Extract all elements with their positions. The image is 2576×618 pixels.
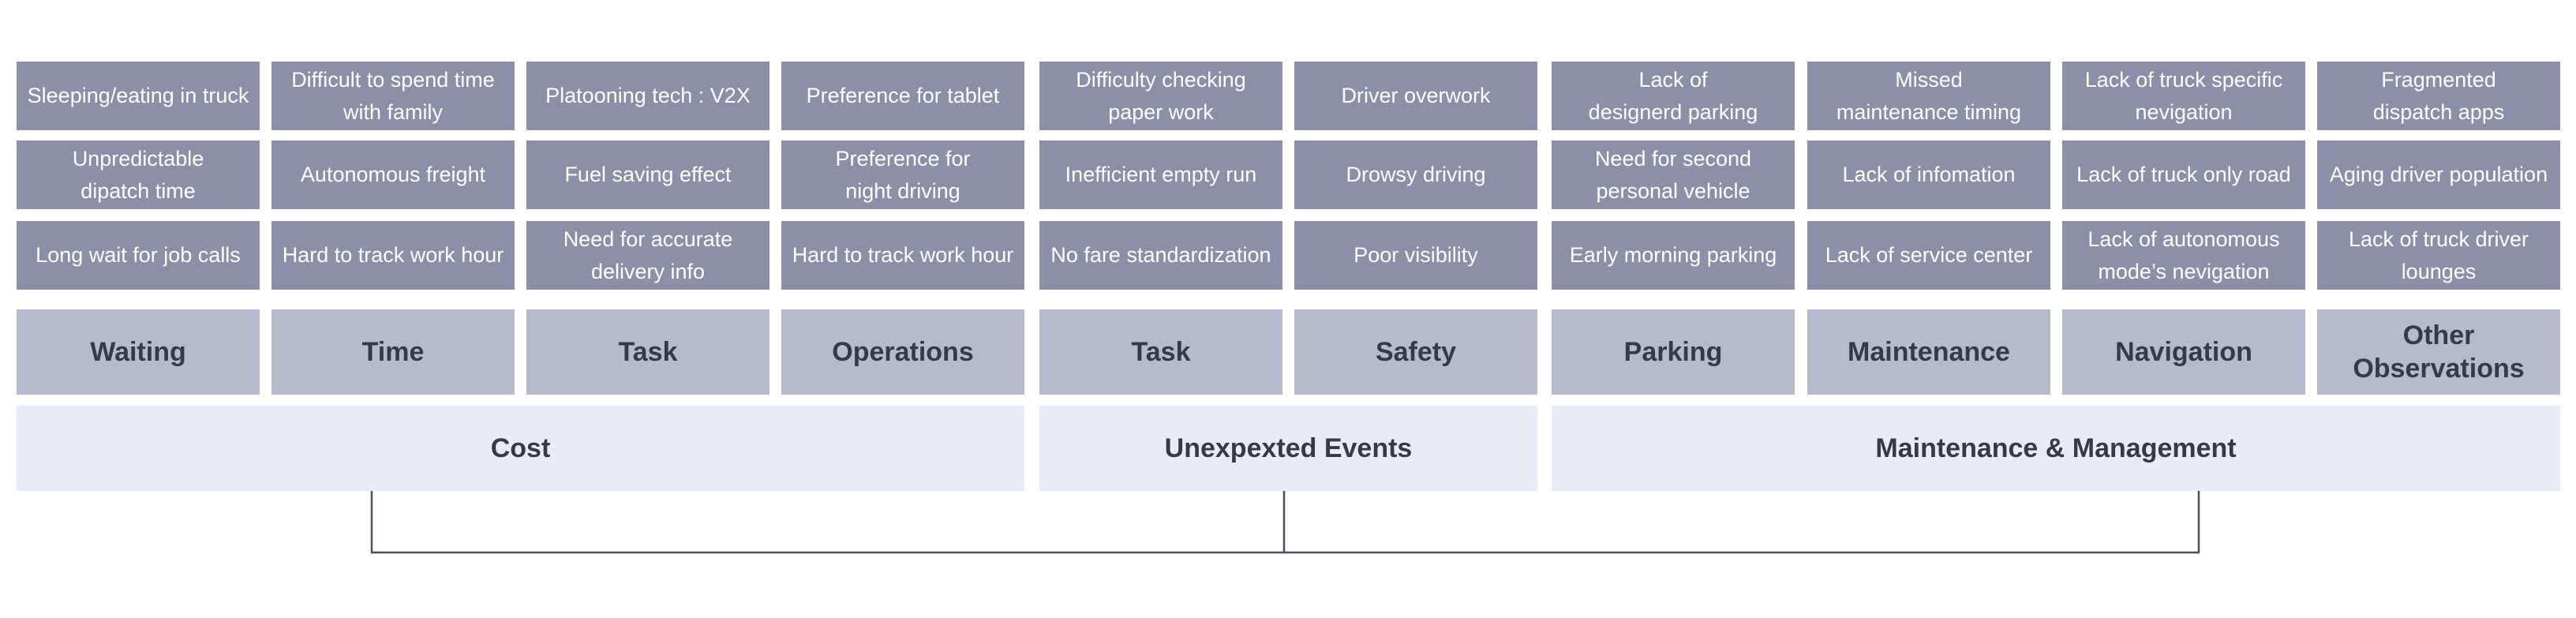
note-card: Platooning tech : V2X [526, 62, 769, 130]
note-card: Lack of truck only road [2062, 140, 2305, 209]
note-card: Drowsy driving [1294, 140, 1537, 209]
note-card: Driver overwork [1294, 62, 1537, 130]
group-header-maintenance-management: Maintenance & Management [1552, 406, 2560, 491]
category-header: Other Observations [2317, 309, 2560, 395]
note-card: Autonomous freight [271, 140, 515, 209]
note-card: Unpredictable dipatch time [17, 140, 260, 209]
category-header: Time [271, 309, 515, 395]
note-card: Need for accurate delivery info [526, 221, 769, 290]
group-header-cost: Cost [17, 406, 1024, 491]
note-card: No fare standardization [1039, 221, 1282, 290]
note-card: Lack of autonomous mode’s nevigation [2062, 221, 2305, 290]
note-card: Early morning parking [1552, 221, 1795, 290]
note-card: Lack of service center [1807, 221, 2050, 290]
note-card: Aging driver population [2317, 140, 2560, 209]
note-card: Lack of truck driver lounges [2317, 221, 2560, 290]
note-card: Fuel saving effect [526, 140, 769, 209]
note-card: Hard to track work hour [781, 221, 1024, 290]
note-card: Difficult to spend time with family [271, 62, 515, 130]
note-card: Lack of infomation [1807, 140, 2050, 209]
note-card: Inefficient empty run [1039, 140, 1282, 209]
note-card: Missed maintenance timing [1807, 62, 2050, 130]
note-card: Sleeping/eating in truck [17, 62, 260, 130]
note-card: Hard to track work hour [271, 221, 515, 290]
note-card: Preference for tablet [781, 62, 1024, 130]
category-header: Task [1039, 309, 1282, 395]
group-header-unexpected-events: Unexpexted Events [1039, 406, 1537, 491]
note-card: Lack of designerd parking [1552, 62, 1795, 130]
category-header: Task [526, 309, 769, 395]
category-header: Waiting [17, 309, 260, 395]
note-card: Lack of truck specific nevigation [2062, 62, 2305, 130]
note-card: Long wait for job calls [17, 221, 260, 290]
category-header: Navigation [2062, 309, 2305, 395]
category-header: Safety [1294, 309, 1537, 395]
category-header: Operations [781, 309, 1024, 395]
note-card: Need for second personal vehicle [1552, 140, 1795, 209]
note-card: Difficulty checking paper work [1039, 62, 1282, 130]
note-card: Preference for night driving [781, 140, 1024, 209]
category-header: Parking [1552, 309, 1795, 395]
category-header: Maintenance [1807, 309, 2050, 395]
note-card: Fragmented dispatch apps [2317, 62, 2560, 130]
note-card: Poor visibility [1294, 221, 1537, 290]
